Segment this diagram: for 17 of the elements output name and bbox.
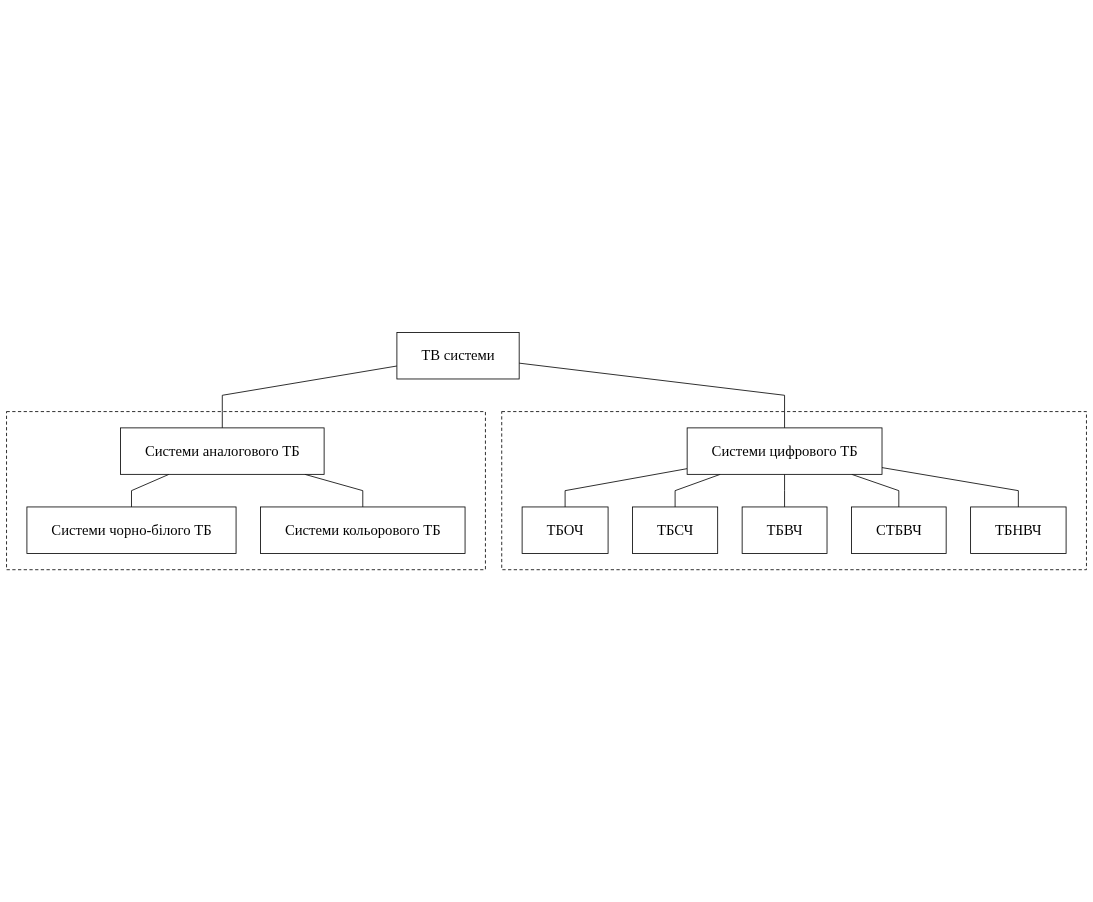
node-box: Системи кольорового ТБ <box>260 506 466 554</box>
cluster <box>501 411 1087 570</box>
node-box: СТБВЧ <box>851 506 947 554</box>
node-box: ТБВЧ <box>741 506 828 554</box>
connector <box>518 362 785 429</box>
connector <box>784 473 785 508</box>
node-box: Системи цифрового ТБ <box>686 427 883 475</box>
connector <box>881 467 1019 508</box>
node-box: Системи чорно-білого ТБ <box>26 506 237 554</box>
node-box: ТБСЧ <box>632 506 719 554</box>
node-box: ТБНВЧ <box>970 506 1067 554</box>
node-box: Системи аналогового ТБ <box>120 427 325 475</box>
connector <box>221 365 398 429</box>
node-box: ТБОЧ <box>521 506 609 554</box>
connector <box>564 468 688 508</box>
cluster <box>6 411 486 570</box>
node-box: ТВ системи <box>396 332 520 380</box>
